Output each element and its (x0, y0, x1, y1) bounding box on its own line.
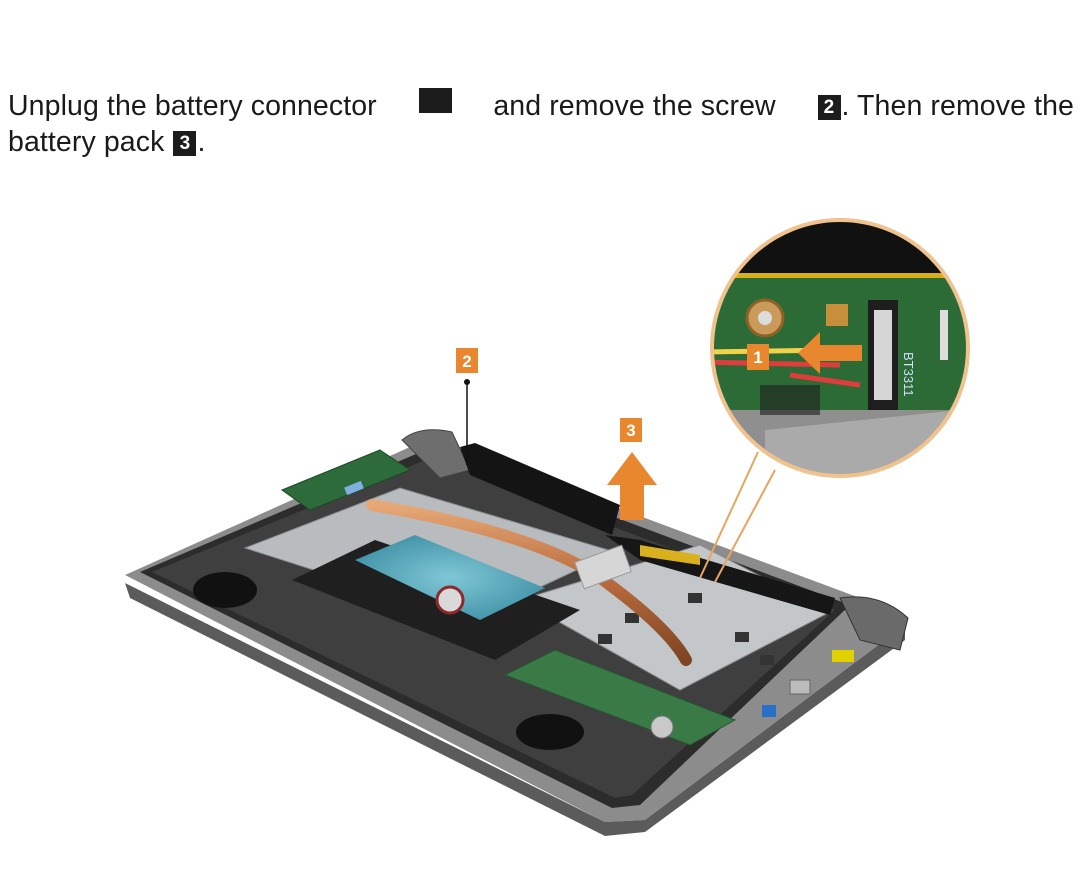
step-1-badge (418, 88, 452, 113)
zoom-detail-inset: BT3311 (710, 218, 970, 478)
instruction-seg: . Then remove the (841, 90, 1074, 122)
instruction-seg: and remove the screw (493, 90, 776, 122)
svg-text:1: 1 (753, 348, 762, 367)
svg-text:2: 2 (462, 352, 471, 371)
lift-arrow-icon (607, 452, 657, 520)
screw-marker (464, 379, 470, 465)
zoom-connector-lines (699, 451, 776, 583)
instruction-text: Unplug the battery connector and remove … (8, 88, 1074, 160)
mainboard-illustration (503, 649, 854, 746)
instruction-seg: . (197, 126, 206, 158)
instruction-seg: Unplug the battery connector (8, 90, 377, 122)
callout-2: 2 (456, 348, 478, 373)
io-daughter-board-illustration (280, 449, 412, 511)
laptop-disassembly-figure: 2 3 (0, 200, 1080, 893)
step-3-badge: 3 (173, 131, 197, 156)
svg-text:3: 3 (626, 421, 635, 440)
battery-pack-illustration (460, 443, 835, 615)
svg-text:BT3311: BT3311 (901, 352, 916, 397)
speaker-illustration (193, 572, 584, 750)
step-2-badge: 2 (817, 95, 841, 120)
callout-3: 3 (620, 418, 642, 442)
instruction-line-1: Unplug the battery connector and remove … (8, 88, 1074, 124)
hard-drive-illustration (292, 535, 580, 660)
callout-1: 1 (747, 344, 769, 370)
instruction-line-2: battery pack 3. (8, 124, 1074, 160)
instruction-seg: battery pack (8, 126, 165, 158)
